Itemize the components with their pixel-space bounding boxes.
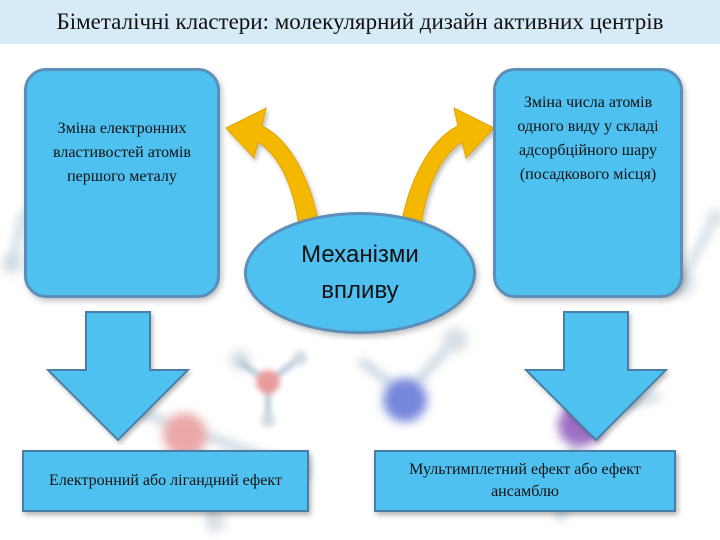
left-mechanism-card: Зміна електронних властивостей атомів пе… <box>24 68 220 298</box>
center-mechanism-label: Механізми впливу <box>301 241 419 304</box>
molecule-atom <box>383 378 427 422</box>
curved-arrow-right <box>399 107 495 237</box>
bottom-right-effect-label: Мультимплетний ефект або ефект ансамблю <box>409 461 641 500</box>
center-mechanism-ellipse: Механізми впливу <box>244 212 476 334</box>
page-title: Біметалічні кластери: молекулярний дизай… <box>56 9 664 34</box>
bottom-left-effect-box: Електронний або лігандний ефект <box>22 450 309 512</box>
right-mechanism-label: Зміна числа атомів одного виду у складі … <box>517 94 659 183</box>
bottom-right-effect-box: Мультимплетний ефект або ефект ансамблю <box>374 450 676 512</box>
molecule-atom <box>256 370 280 394</box>
curved-arrow-left <box>225 107 321 237</box>
left-mechanism-label: Зміна електронних властивостей атомів пе… <box>53 120 191 185</box>
bottom-left-effect-label: Електронний або лігандний ефект <box>49 472 282 489</box>
molecule-atom <box>163 413 207 457</box>
down-arrow-right <box>523 311 669 442</box>
right-mechanism-card: Зміна числа атомів одного виду у складі … <box>493 68 683 298</box>
down-arrow-left <box>45 311 191 442</box>
title-bar <box>0 0 720 44</box>
